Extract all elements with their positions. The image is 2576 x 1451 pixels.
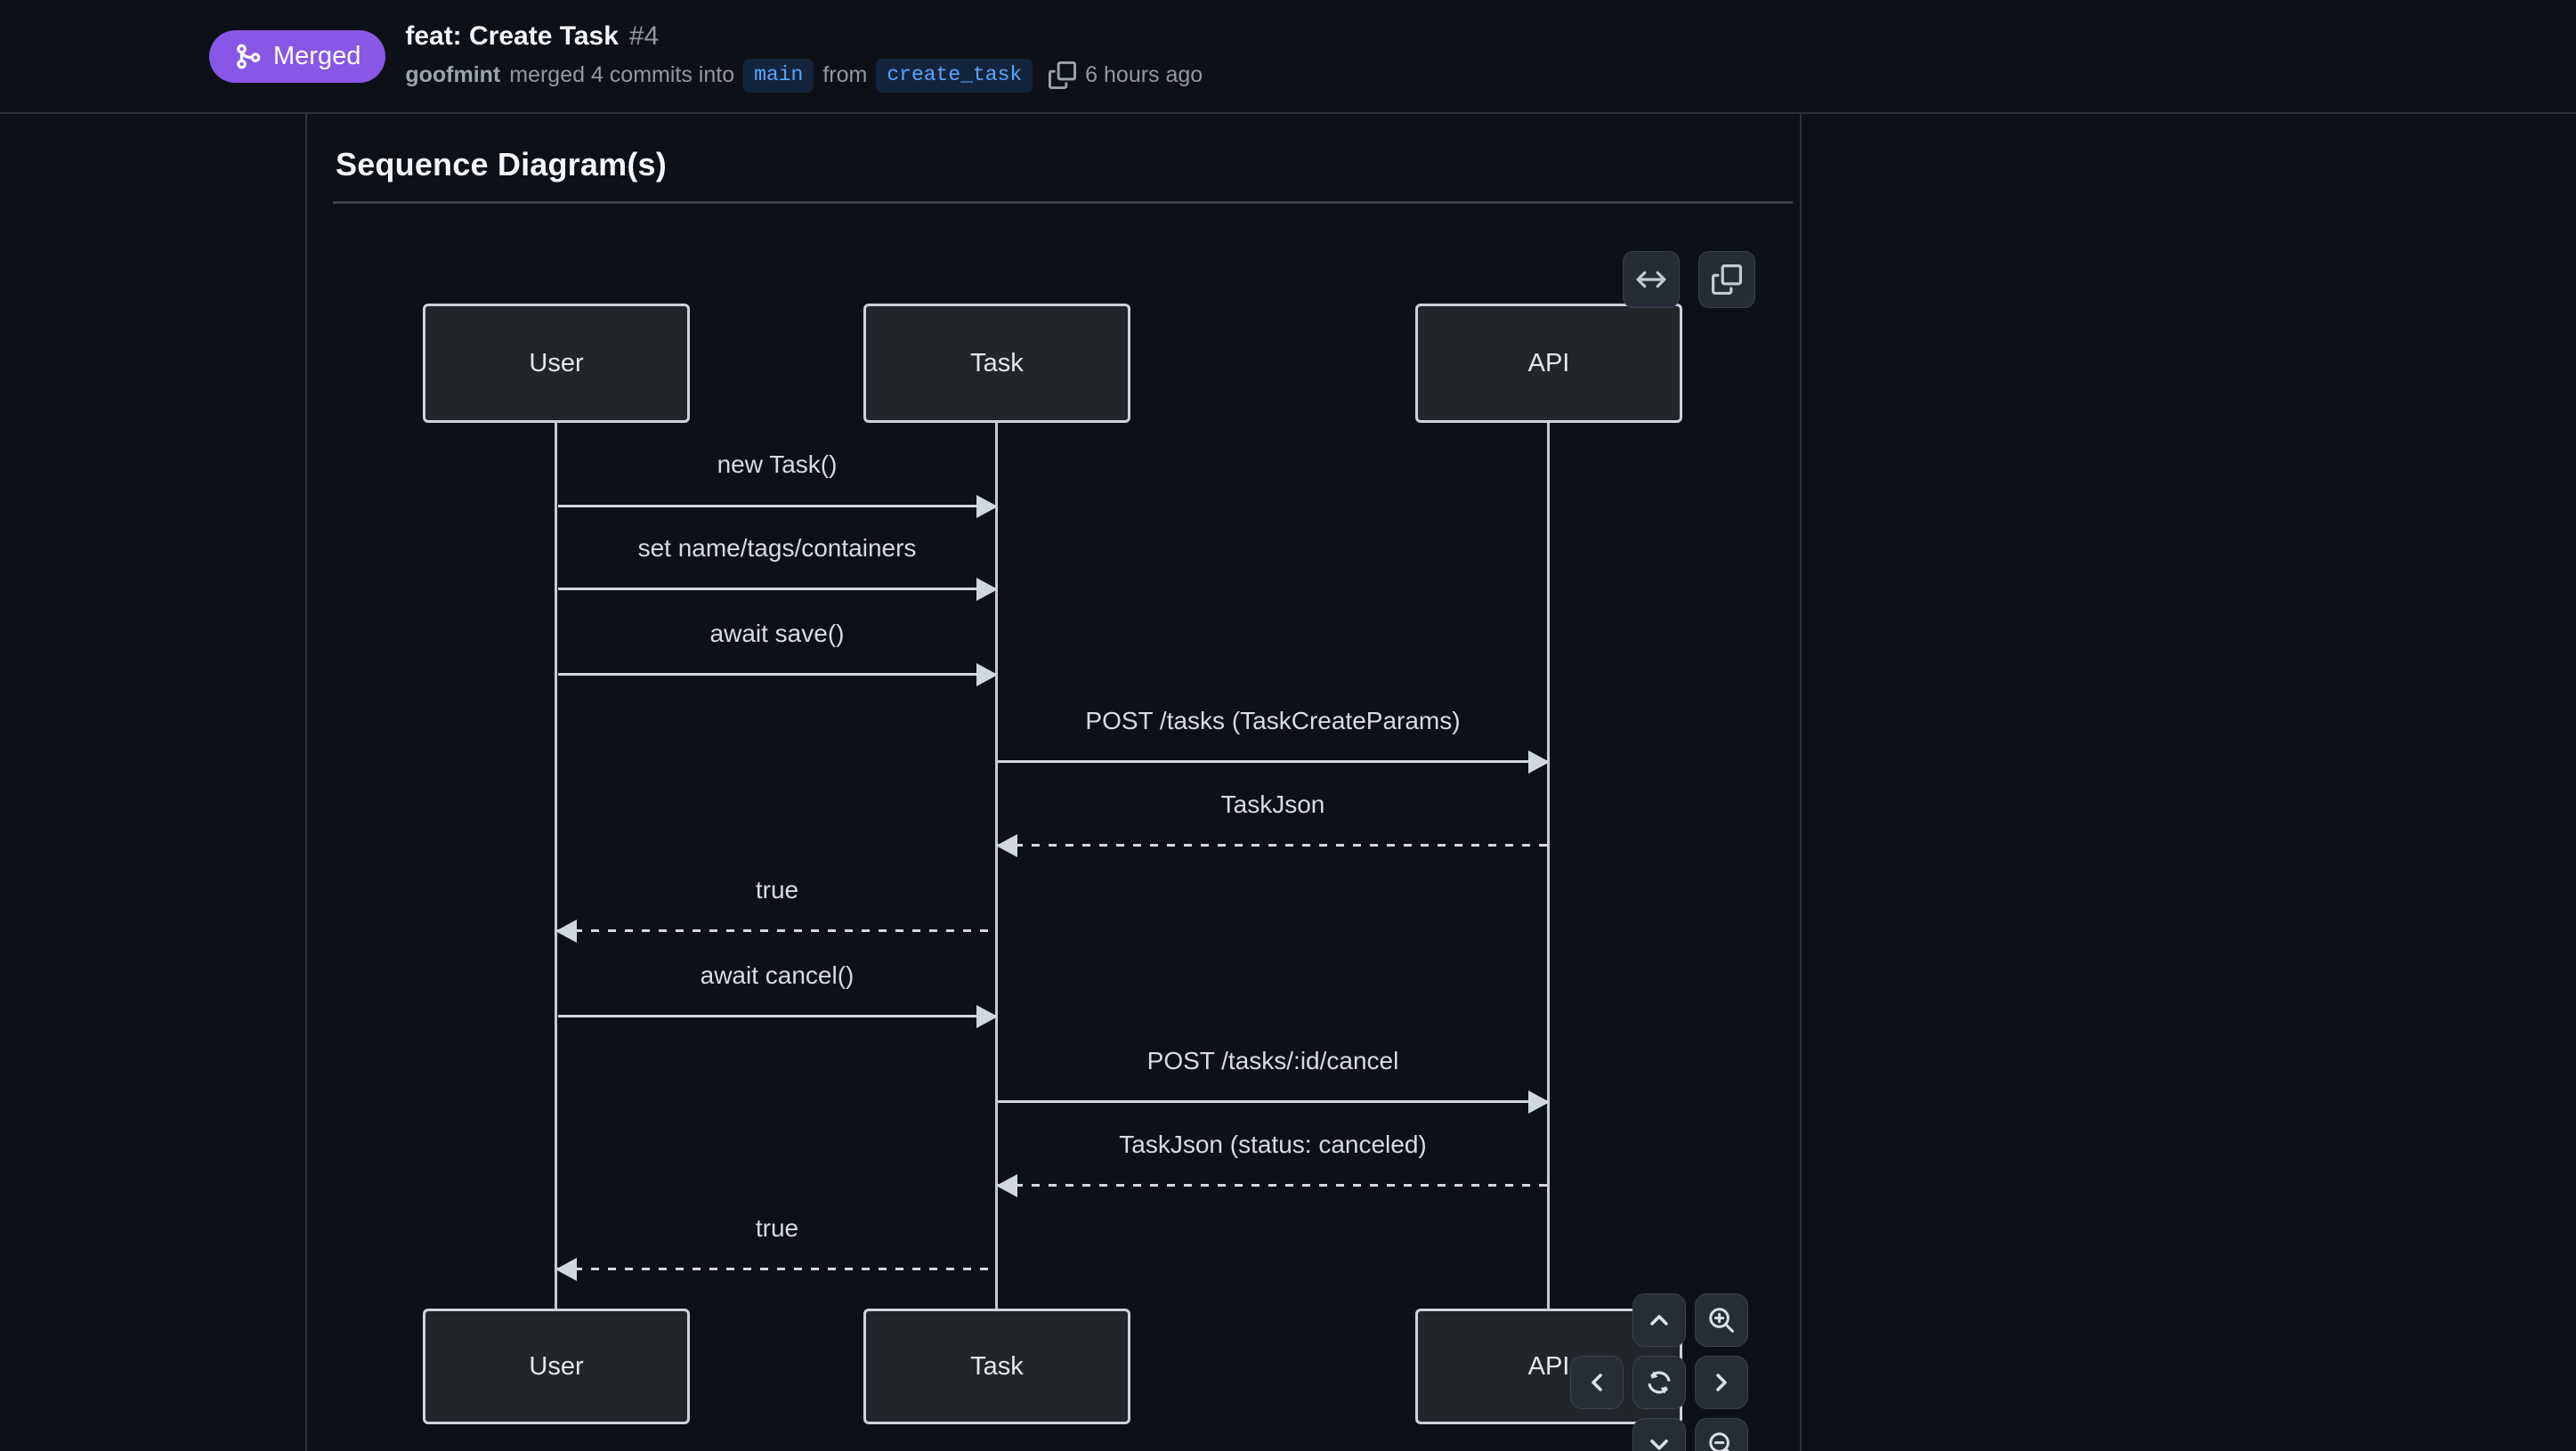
message-arrow <box>558 577 998 601</box>
pr-from-text: from <box>822 62 868 88</box>
expand-diagram-button[interactable] <box>1623 251 1680 308</box>
message-label: set name/tags/containers <box>637 534 917 562</box>
pr-header-inner: Merged feat: Create Task #4 goofmint mer… <box>209 21 1203 93</box>
status-badge-label: Merged <box>273 42 361 71</box>
message-label: new Task() <box>717 450 838 478</box>
lifeline-api <box>1547 423 1550 1309</box>
reset-view-button[interactable] <box>1632 1356 1686 1409</box>
pr-timestamp: 6 hours ago <box>1085 62 1203 88</box>
actor-task-top: Task <box>863 304 1130 423</box>
message-label: await cancel() <box>700 961 855 989</box>
chevron-down-icon <box>1650 1439 1668 1450</box>
lifeline-task <box>995 423 998 1309</box>
section-heading: Sequence Diagram(s) <box>336 146 667 182</box>
message-arrow <box>996 1173 1548 1197</box>
sync-icon <box>1648 1371 1671 1394</box>
arrow-both-icon <box>1636 271 1666 288</box>
lifeline-user <box>555 423 557 1309</box>
zoom-out-button[interactable] <box>1695 1418 1748 1451</box>
pan-down-button[interactable] <box>1632 1418 1686 1451</box>
copy-diagram-button[interactable] <box>1698 251 1755 308</box>
message-arrow <box>558 494 998 518</box>
actor-user-top: User <box>423 304 690 423</box>
zoom-in-button[interactable] <box>1695 1293 1748 1347</box>
actor-task-bottom: Task <box>863 1309 1130 1424</box>
message-label: TaskJson <box>1220 790 1325 818</box>
message-arrow <box>555 1257 996 1281</box>
content-right-border <box>1800 114 1802 1451</box>
message-label: true <box>755 1214 799 1242</box>
pr-titles: feat: Create Task #4 goofmint merged 4 c… <box>405 21 1203 93</box>
merged-status-badge: Merged <box>209 30 386 84</box>
message-label: POST /tasks (TaskCreateParams) <box>1085 707 1461 734</box>
content-left-border <box>305 114 307 1451</box>
pr-number: #4 <box>628 21 660 51</box>
base-branch-chip[interactable]: main <box>743 59 814 93</box>
actor-user-label: User <box>529 348 584 377</box>
chevron-right-icon <box>1716 1374 1727 1391</box>
message-arrow <box>998 750 1550 774</box>
message-arrow <box>558 1004 998 1028</box>
message-label: TaskJson (status: canceled) <box>1119 1131 1427 1158</box>
actor-api-top: API <box>1415 304 1682 423</box>
chevron-up-icon <box>1650 1315 1668 1325</box>
pr-meta-row: goofmint merged 4 commits into main from… <box>405 59 1203 93</box>
pan-left-button[interactable] <box>1570 1356 1624 1409</box>
copy-branch-button[interactable] <box>1049 61 1077 90</box>
message-arrow <box>998 1090 1550 1114</box>
pr-title: feat: Create Task <box>405 21 619 51</box>
zoom-out-icon <box>1709 1432 1730 1451</box>
actor-user-bottom: User <box>423 1309 690 1424</box>
pan-up-button[interactable] <box>1632 1293 1686 1347</box>
message-label: true <box>755 876 799 904</box>
pan-right-button[interactable] <box>1695 1356 1748 1409</box>
pr-merged-text: merged 4 commits into <box>509 62 735 88</box>
message-arrow <box>558 662 998 686</box>
chevron-left-icon <box>1592 1374 1602 1391</box>
zoom-in-icon <box>1709 1308 1734 1333</box>
actor-user-label: User <box>529 1351 584 1381</box>
message-arrow <box>996 833 1548 857</box>
pr-author-link[interactable]: goofmint <box>405 62 501 88</box>
message-label: POST /tasks/:id/cancel <box>1146 1047 1399 1074</box>
message-label: await save() <box>709 620 845 647</box>
actor-task-label: Task <box>970 348 1024 377</box>
actor-api-label: API <box>1527 1351 1570 1381</box>
copy-icon <box>1049 61 1077 90</box>
message-arrow <box>555 919 996 943</box>
pr-title-row: feat: Create Task #4 <box>405 21 1203 52</box>
heading-divider <box>333 201 1793 204</box>
actor-api-label: API <box>1527 348 1570 377</box>
copy-icon <box>1712 264 1742 295</box>
git-merge-icon <box>237 44 261 69</box>
pr-header: Merged feat: Create Task #4 goofmint mer… <box>0 0 2576 114</box>
actor-task-label: Task <box>970 1351 1024 1381</box>
head-branch-chip[interactable]: create_task <box>876 59 1033 93</box>
